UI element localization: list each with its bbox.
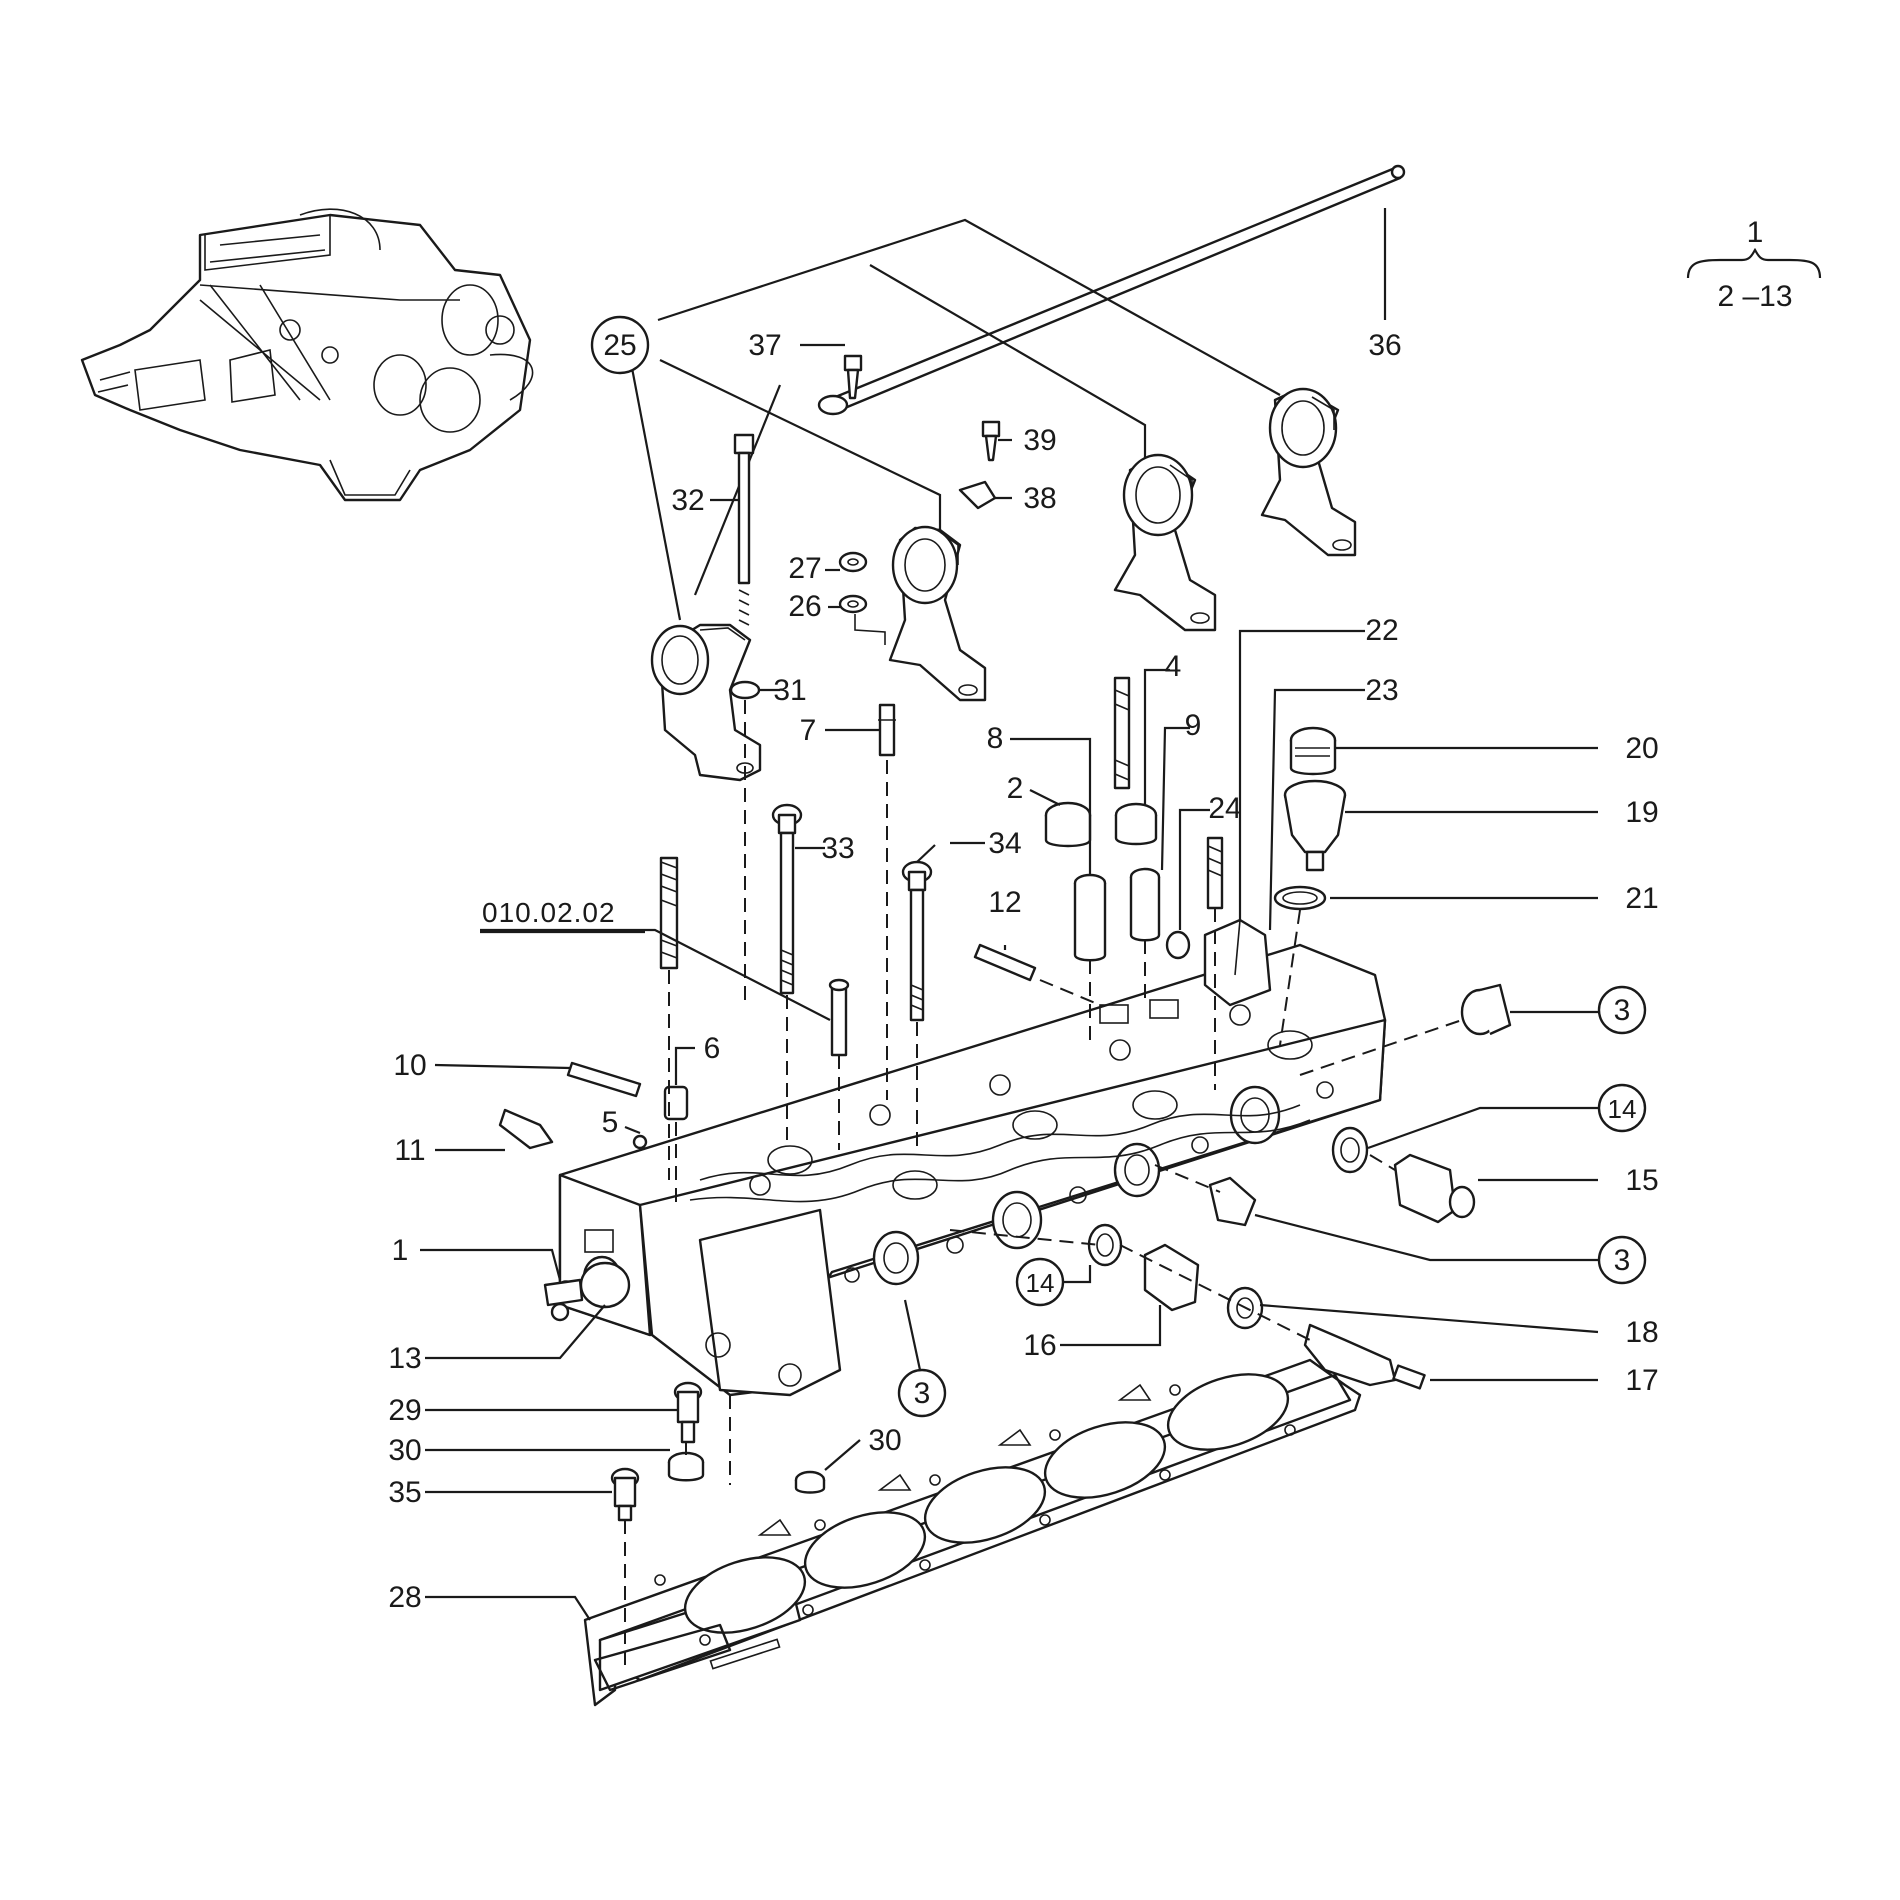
callout-29: 29: [388, 1394, 421, 1427]
callout-8: 8: [987, 722, 1004, 755]
engine-thumbnail: [80, 208, 534, 502]
right-fittings: [1087, 983, 1512, 1390]
callout-27: 27: [788, 552, 821, 585]
bearing-bracket-4: [1260, 387, 1357, 557]
callout-25: 25: [603, 329, 636, 362]
assembly-center-lines: [624, 700, 1463, 1665]
callout-10: 10: [393, 1049, 426, 1082]
callout-33: 33: [821, 832, 854, 865]
reference-code-text: 010.02.02: [482, 897, 616, 928]
callout-39: 39: [1023, 424, 1056, 457]
callout-circle-3a: [1597, 985, 1647, 1035]
callout-circle-3c: [897, 1368, 947, 1418]
callout-30-mid: 30: [868, 1424, 901, 1457]
upper-hardware: [498, 354, 1347, 1150]
callout-17: 17: [1625, 1364, 1658, 1397]
callout-28: 28: [388, 1581, 421, 1614]
callout-16: 16: [1023, 1329, 1056, 1362]
callout-2: 2: [1007, 772, 1024, 805]
callout-15: 15: [1625, 1164, 1658, 1197]
callout-circle-25: [590, 315, 650, 375]
callout-22: 22: [1365, 614, 1398, 647]
callout-30-left: 30: [388, 1434, 421, 1467]
callout-circle-3b: [1597, 1235, 1647, 1285]
callout-5: 5: [602, 1106, 619, 1139]
leader-lines: [420, 343, 1600, 1621]
callout-4: 4: [1165, 650, 1182, 683]
callout-labels: 25 3 14 3 14 3 37 39 38 36 32 27 26 31 7…: [388, 315, 1659, 1614]
group-reference: 1 2 –13: [1686, 216, 1822, 313]
bearing-bracket-2: [888, 525, 987, 702]
dipstick: [817, 164, 1406, 416]
callout-circle-14b: [1015, 1257, 1065, 1307]
callout-7: 7: [800, 714, 817, 747]
callout-38: 38: [1023, 482, 1056, 515]
callout-3b: 3: [1614, 1244, 1631, 1277]
callout-14a: 14: [1608, 1094, 1637, 1124]
callout-34: 34: [988, 827, 1021, 860]
callout-3a: 3: [1614, 994, 1631, 1027]
callout-32: 32: [671, 484, 704, 517]
group-ref-top: 1: [1747, 216, 1764, 249]
callout-24: 24: [1208, 792, 1241, 825]
bearing-bracket-front: [650, 623, 762, 782]
callout-19: 19: [1625, 796, 1658, 829]
lower-hardware: [610, 1381, 826, 1522]
group-ref-range: 2 –13: [1717, 280, 1792, 313]
head-gasket: [583, 1358, 1362, 1707]
callout-3c: 3: [914, 1377, 931, 1410]
callout-18: 18: [1625, 1316, 1658, 1349]
callout-20: 20: [1625, 732, 1658, 765]
reference-code: 010.02.02: [480, 897, 645, 934]
callout-37: 37: [748, 329, 781, 362]
bearing-bracket-3: [1113, 453, 1217, 632]
callout-35: 35: [388, 1476, 421, 1509]
callout-26: 26: [788, 590, 821, 623]
callout-11: 11: [394, 1134, 425, 1167]
callout-1: 1: [392, 1234, 409, 1267]
callout-12: 12: [988, 886, 1021, 919]
callout-circle-14a: [1597, 1083, 1647, 1133]
callout-23: 23: [1365, 674, 1398, 707]
cylinder-head: [543, 918, 1387, 1397]
callout-14b: 14: [1026, 1268, 1055, 1298]
callout-31: 31: [773, 674, 806, 707]
callout-6: 6: [704, 1032, 721, 1065]
bracket-leader-lines: [630, 218, 1281, 621]
callout-13: 13: [388, 1342, 421, 1375]
callout-21: 21: [1625, 882, 1658, 915]
callout-36: 36: [1368, 329, 1401, 362]
callout-9: 9: [1185, 709, 1202, 742]
